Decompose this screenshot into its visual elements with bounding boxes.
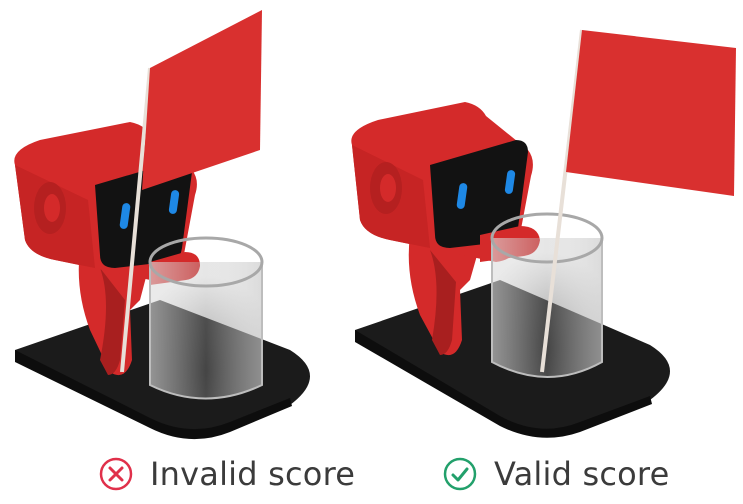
invalid-score-label: Invalid score	[150, 455, 355, 493]
invalid-score-caption: Invalid score	[96, 452, 355, 496]
invalid-scene	[14, 10, 310, 439]
check-circle-icon	[440, 454, 480, 494]
valid-score-caption: Valid score	[440, 452, 669, 496]
valid-scene	[351, 30, 736, 438]
illustration	[0, 0, 743, 440]
cup	[150, 238, 262, 399]
cup	[492, 214, 602, 377]
x-circle-icon	[96, 454, 136, 494]
valid-score-label: Valid score	[494, 455, 669, 493]
